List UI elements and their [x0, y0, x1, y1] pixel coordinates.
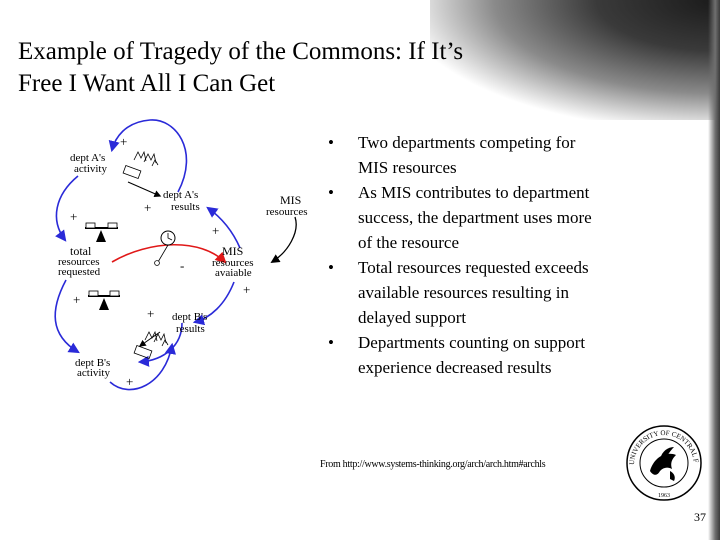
balance-scale-icon-a — [85, 222, 118, 242]
link-a-activity-to-total — [55, 175, 79, 242]
dept-b-results-label-1: dept B's — [172, 311, 207, 323]
link-mis-resources-to-available — [270, 216, 297, 263]
dept-b-activity-label-1: dept B's — [75, 357, 110, 369]
source-citation: From http://www.systems-thinking.org/arc… — [320, 459, 546, 470]
bullet-line: MIS resources — [358, 158, 457, 177]
mis-available-label-2: resources — [212, 257, 254, 269]
dept-b-results-label-2: results — [176, 323, 205, 335]
bullet-line: Departments counting on support — [358, 333, 586, 352]
total-requested-label-3: requested — [58, 266, 101, 278]
dept-a-results-label-1: dept A's — [163, 189, 198, 201]
link-total-to-available — [111, 243, 227, 264]
total-requested-label-1: total — [70, 244, 92, 258]
link-available-to-a-results — [206, 206, 241, 249]
bullet-line: Two departments competing for — [358, 133, 576, 152]
dept-a-activity-label-2: activity — [74, 163, 107, 175]
bullet-item: • Departments counting on support experi… — [322, 330, 652, 380]
bullet-line: As MIS contributes to department — [358, 183, 590, 202]
polarity-plus: + — [212, 223, 219, 238]
mis-resources-label-2: resources — [266, 206, 308, 218]
bullet-line: Total resources requested exceeds — [358, 258, 589, 277]
polarity-plus: + — [126, 374, 133, 389]
bullet-line: available resources resulting in — [358, 283, 570, 302]
balance-scale-icon-b — [88, 290, 120, 310]
bullet-item: • Two departments competing for MIS reso… — [322, 130, 652, 180]
link-b-results-to-b-activity — [137, 322, 183, 367]
total-requested-label-2: resources — [58, 256, 100, 268]
bullet-dot: • — [328, 183, 334, 202]
mis-resources-label-1: MIS — [280, 193, 301, 207]
dept-b-activity-label-2: activity — [77, 367, 110, 379]
slide-title-line-1: Example of Tragedy of the Commons: If It… — [18, 38, 464, 65]
link-a-activity-to-a-results — [127, 181, 162, 197]
bullet-dot: • — [328, 133, 334, 152]
link-total-to-b-activity — [54, 279, 80, 354]
polarity-plus: + — [70, 209, 77, 224]
bullet-item: • As MIS contributes to department succe… — [322, 180, 652, 255]
link-available-to-b-results — [192, 281, 235, 326]
workers-icon-b — [133, 330, 169, 360]
corner-gradient-decoration — [430, 0, 720, 120]
dept-a-results-label-2: results — [171, 201, 200, 213]
polarity-plus: + — [147, 306, 154, 321]
dept-a-activity-label-1: dept A's — [70, 152, 105, 164]
link-b-activity-to-b-results — [109, 342, 176, 391]
polarity-plus: + — [243, 282, 250, 297]
bullet-list: • Two departments competing for MIS reso… — [322, 130, 652, 380]
polarity-minus: - — [180, 258, 184, 273]
right-edge-gradient-decoration — [708, 0, 720, 540]
bullet-dot: • — [328, 258, 334, 277]
link-a-results-to-a-activity — [108, 119, 188, 193]
slide-title: Example of Tragedy of the Commons: If It… — [18, 36, 578, 100]
delay-clock-icon — [154, 230, 176, 266]
bullet-dot: • — [328, 333, 334, 352]
slide-title-line-2: Free I Want All I Can Get — [18, 70, 276, 97]
mis-available-label-3: avaiable — [215, 267, 252, 279]
mis-available-label-1: MIS — [222, 244, 243, 258]
university-seal-logo: UNIVERSITY OF CENTRAL FLORIDA 1963 — [620, 421, 702, 501]
pegasus-emblem — [650, 447, 676, 481]
bullet-line: success, the department uses more — [358, 208, 592, 227]
page-number: 37 — [694, 510, 706, 524]
bullet-line: experience decreased results — [358, 358, 552, 377]
seal-year: 1963 — [658, 493, 670, 499]
polarity-plus: + — [120, 134, 127, 149]
polarity-plus: + — [144, 200, 151, 215]
workers-icon-a — [122, 150, 159, 180]
bullet-line: of the resource — [358, 233, 460, 252]
link-b-results-to-b-activity-black — [138, 331, 161, 347]
bullet-line: delayed support — [358, 308, 467, 327]
polarity-plus: + — [73, 292, 80, 307]
bullet-item: • Total resources requested exceeds avai… — [322, 255, 652, 330]
